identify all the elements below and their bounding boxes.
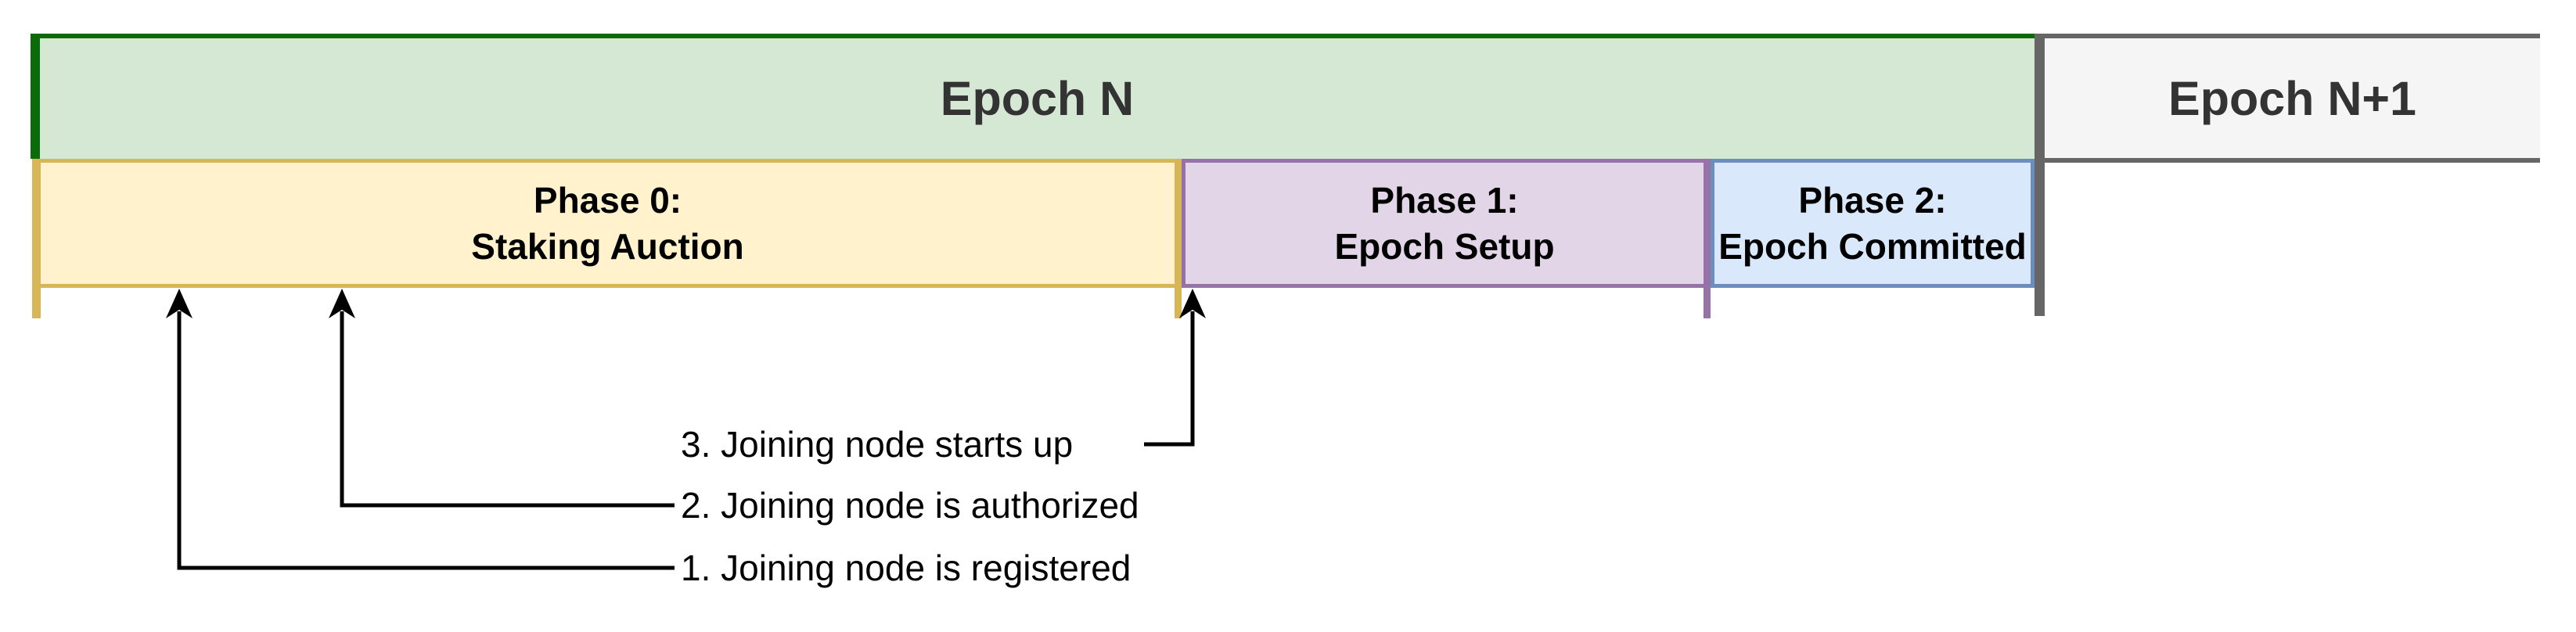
phase-2-title: Phase 2: (1798, 179, 1947, 221)
epoch-n1-band: Epoch N+1 (2045, 34, 2540, 163)
annotation-starts-up: 3. Joining node starts up (681, 424, 1074, 465)
epoch-n-band: Epoch N (31, 34, 2035, 159)
phase-0-subtitle: Staking Auction (471, 225, 744, 267)
arrow-starts-up (1144, 289, 1206, 447)
phase-2-epoch-committed-band: Phase 2: Epoch Committed (1711, 159, 2035, 288)
phase-1-epoch-setup-band: Phase 1: Epoch Setup (1182, 159, 1711, 288)
arrowhead-up-icon (166, 289, 192, 318)
annotation-authorized: 2. Joining node is authorized (681, 485, 1139, 526)
arrowhead-up-icon (1179, 289, 1206, 318)
phase-0-start-tick (32, 288, 41, 318)
phase-1-phase-2-boundary-tick (1704, 288, 1711, 318)
phase-1-title: Phase 1: (1370, 179, 1519, 221)
phase-0-staking-auction-band: Phase 0: Staking Auction (32, 159, 1182, 288)
arrow-authorized (329, 289, 675, 508)
epoch-boundary-divider (2035, 34, 2045, 316)
arrowhead-up-icon (329, 289, 355, 318)
phase-1-subtitle: Epoch Setup (1334, 225, 1555, 267)
epoch-n-label: Epoch N (940, 72, 1135, 125)
phase-2-subtitle: Epoch Committed (1718, 225, 2027, 267)
phase-0-phase-1-boundary-tick (1175, 288, 1182, 318)
annotation-registered: 1. Joining node is registered (681, 548, 1131, 588)
arrow-registered (166, 289, 675, 570)
phase-0-title: Phase 0: (533, 179, 682, 221)
epoch-n1-label: Epoch N+1 (2168, 71, 2416, 125)
